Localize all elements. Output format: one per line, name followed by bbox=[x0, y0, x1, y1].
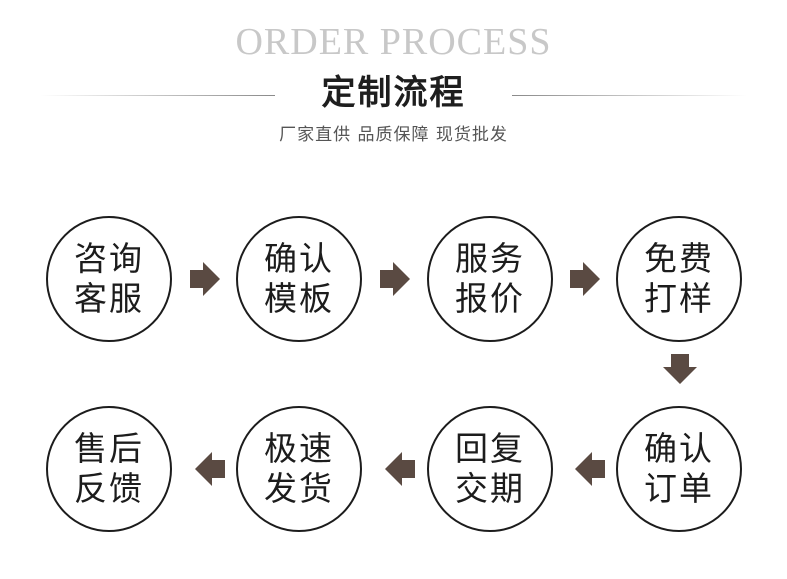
step-label-line1: 极速 bbox=[264, 429, 334, 468]
step-label-line1: 确认 bbox=[264, 239, 334, 278]
step-confirm-order: 确认 订单 bbox=[616, 406, 742, 532]
title-divider-left bbox=[40, 95, 275, 96]
arrow-right-icon bbox=[380, 262, 410, 296]
arrow-down-icon bbox=[663, 354, 697, 384]
arrow-left-icon bbox=[385, 452, 415, 486]
step-label-line2: 交期 bbox=[455, 469, 525, 508]
page-title: 定制流程 bbox=[321, 73, 466, 113]
step-express-shipping: 极速 发货 bbox=[236, 406, 362, 532]
arrow-left-icon bbox=[575, 452, 605, 486]
step-free-sample: 免费 打样 bbox=[616, 216, 742, 342]
step-reply-delivery-date: 回复 交期 bbox=[427, 406, 553, 532]
step-label-line2: 报价 bbox=[455, 279, 525, 318]
step-label-line2: 客服 bbox=[74, 279, 144, 318]
step-label-line1: 售后 bbox=[74, 429, 144, 468]
english-title: ORDER PROCESS bbox=[235, 21, 552, 63]
step-label-line1: 回复 bbox=[455, 429, 525, 468]
step-label-line2: 发货 bbox=[264, 469, 334, 508]
step-confirm-template: 确认 模板 bbox=[236, 216, 362, 342]
arrow-left-icon bbox=[195, 452, 225, 486]
title-divider-right bbox=[512, 95, 747, 96]
step-service-quote: 服务 报价 bbox=[427, 216, 553, 342]
step-label-line2: 反馈 bbox=[74, 469, 144, 508]
step-label-line1: 免费 bbox=[644, 239, 714, 278]
step-label-line2: 订单 bbox=[644, 469, 714, 508]
step-consult-service: 咨询 客服 bbox=[46, 216, 172, 342]
step-label-line2: 模板 bbox=[264, 279, 334, 318]
step-label-line1: 确认 bbox=[644, 429, 714, 468]
step-label-line1: 咨询 bbox=[74, 239, 144, 278]
subtitle: 厂家直供 品质保障 现货批发 bbox=[279, 125, 508, 145]
step-label-line1: 服务 bbox=[455, 239, 525, 278]
arrow-right-icon bbox=[190, 262, 220, 296]
step-label-line2: 打样 bbox=[644, 279, 714, 318]
step-after-sales-feedback: 售后 反馈 bbox=[46, 406, 172, 532]
arrow-right-icon bbox=[570, 262, 600, 296]
